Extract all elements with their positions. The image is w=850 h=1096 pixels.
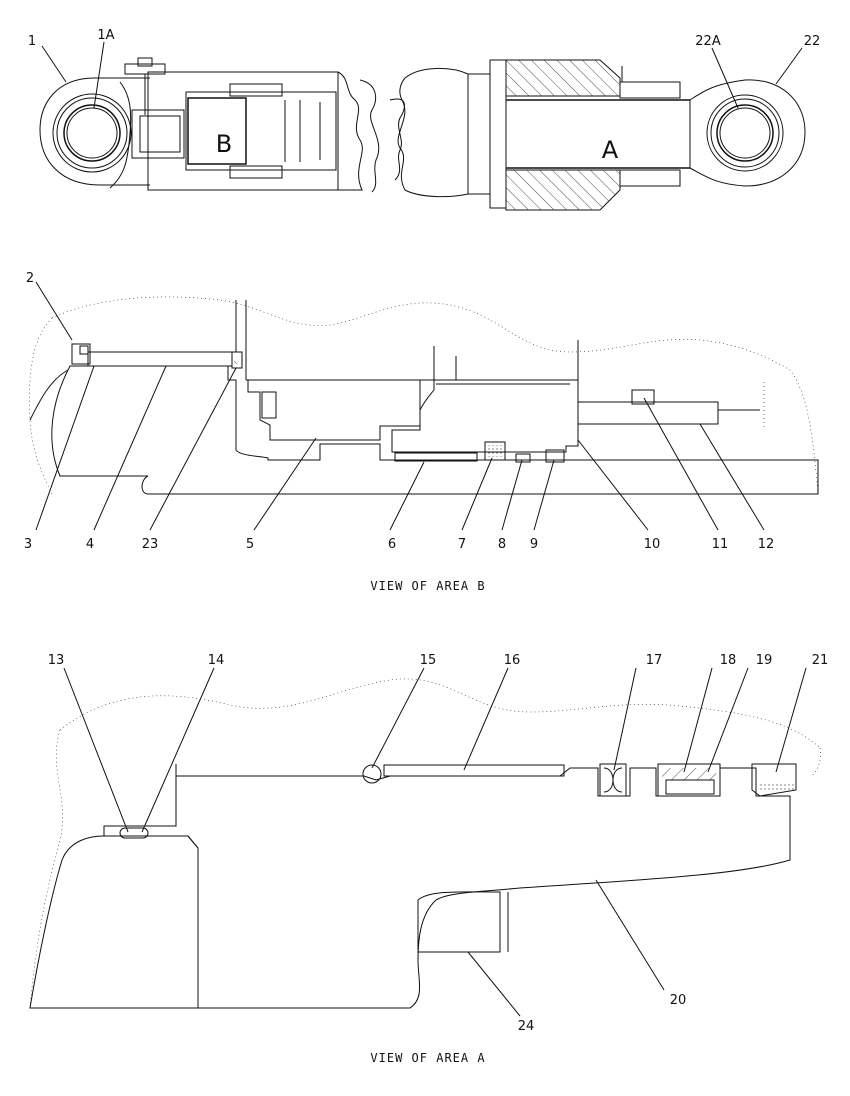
label-12: 12: [758, 537, 775, 552]
label-1: 1: [28, 34, 36, 49]
label-22: 22: [804, 34, 821, 49]
label-10: 10: [644, 537, 661, 552]
label-13: 13: [48, 653, 65, 668]
label-15: 15: [420, 653, 437, 668]
label-18: 18: [720, 653, 737, 668]
label-17: 17: [646, 653, 663, 668]
cylinder-top-view: B A: [28, 28, 821, 211]
piston-rod: A: [506, 99, 691, 169]
label-9: 9: [530, 537, 538, 552]
label-11: 11: [712, 537, 729, 552]
view-b-caption: VIEW OF AREA B: [370, 579, 485, 593]
label-16: 16: [504, 653, 521, 668]
label-4: 4: [86, 537, 94, 552]
label-2: 2: [26, 271, 34, 286]
label-8: 8: [498, 537, 506, 552]
area-b-marker: B: [216, 130, 232, 158]
label-5: 5: [246, 537, 254, 552]
label-6: 6: [388, 537, 396, 552]
view-a-caption: VIEW OF AREA A: [370, 1051, 485, 1065]
label-21: 21: [812, 653, 829, 668]
view-of-area-b: 2 3 4 23 5 6 7 8 9 10 11 12 VIEW OF AREA…: [24, 271, 819, 593]
left-rod-eye: [39, 77, 150, 189]
label-14: 14: [208, 653, 225, 668]
cylinder-tube: [397, 59, 507, 209]
grease-fitting: [124, 57, 166, 115]
view-a-leaders: [63, 667, 807, 1017]
label-24: 24: [518, 1019, 535, 1034]
cylinder-head-housing: B: [131, 71, 339, 191]
right-rod-eye: [689, 79, 806, 187]
label-22a: 22A: [695, 34, 721, 49]
rod-gland: [505, 59, 681, 211]
label-7: 7: [458, 537, 466, 552]
label-23: 23: [142, 537, 159, 552]
top-view-leaders: [41, 41, 803, 109]
label-19: 19: [756, 653, 773, 668]
label-3: 3: [24, 537, 32, 552]
label-20: 20: [670, 993, 687, 1008]
label-1a: 1A: [97, 28, 114, 43]
view-b-leaders: [35, 281, 765, 531]
view-of-area-a: 13 14 15 16 17 18 19 21 20 24 VIEW OF AR…: [29, 653, 829, 1065]
area-a-marker: A: [602, 136, 619, 164]
